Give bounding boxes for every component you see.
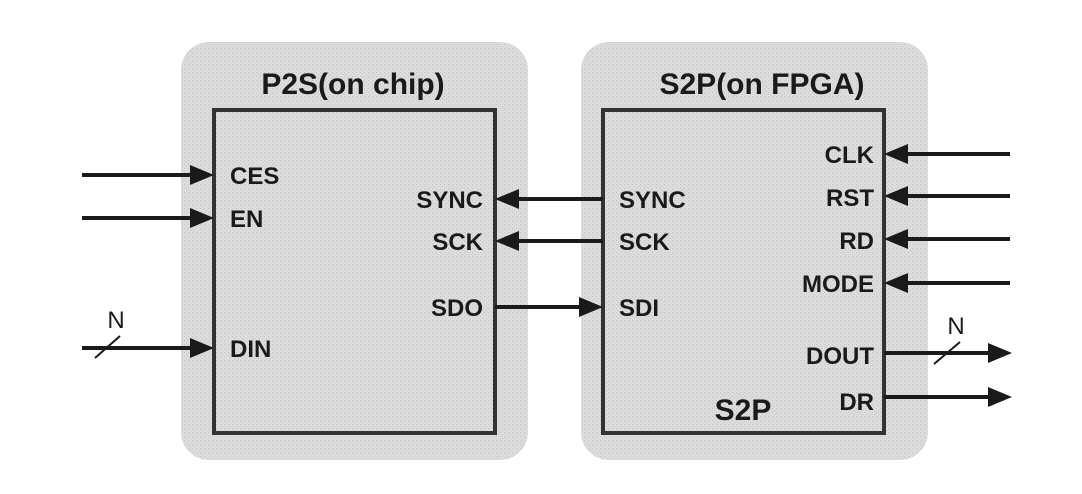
p2s-panel (181, 42, 528, 460)
s2p-sck-port-label: SCK (619, 229, 670, 256)
din-port-label: DIN (230, 336, 271, 363)
sdo-to-sdi-arrow (495, 297, 603, 317)
mode-port-label: MODE (802, 271, 874, 298)
dout-bus-width: N (947, 313, 964, 340)
s2p-block-label: S2P (715, 394, 772, 427)
s2p-title: S2P(on FPGA) (659, 68, 864, 101)
din-bus-slash (94, 335, 121, 359)
ces-port-label: CES (230, 163, 279, 190)
sync-arrow (495, 189, 603, 209)
dout-bus-slash (933, 341, 961, 365)
p2s-sync-port-label: SYNC (416, 187, 483, 214)
s2p-panel (581, 42, 928, 460)
sdi-port-label: SDI (619, 295, 659, 322)
rd-port-label: RD (839, 228, 874, 255)
p2s-title: P2S(on chip) (261, 68, 444, 101)
en-port-label: EN (230, 206, 263, 233)
rst-input-arrow (884, 186, 1010, 206)
din-input-arrow (82, 335, 214, 359)
dout-output-arrow (884, 341, 1012, 365)
dr-output-arrow (884, 387, 1012, 407)
din-bus-width: N (107, 307, 124, 334)
p2s-block (212, 108, 497, 435)
sdo-port-label: SDO (431, 295, 483, 322)
clk-port-label: CLK (825, 142, 875, 169)
s2p-sync-port-label: SYNC (619, 187, 686, 214)
dout-port-label: DOUT (806, 343, 874, 370)
dr-port-label: DR (839, 389, 874, 416)
rst-port-label: RST (826, 185, 874, 212)
mode-input-arrow (884, 273, 1010, 293)
rd-input-arrow (884, 229, 1010, 249)
ces-input-arrow (82, 165, 214, 185)
clk-input-arrow (884, 144, 1010, 164)
sck-arrow (495, 231, 603, 251)
en-input-arrow (82, 208, 214, 228)
s2p-block (601, 108, 886, 435)
p2s-sck-port-label: SCK (432, 229, 483, 256)
